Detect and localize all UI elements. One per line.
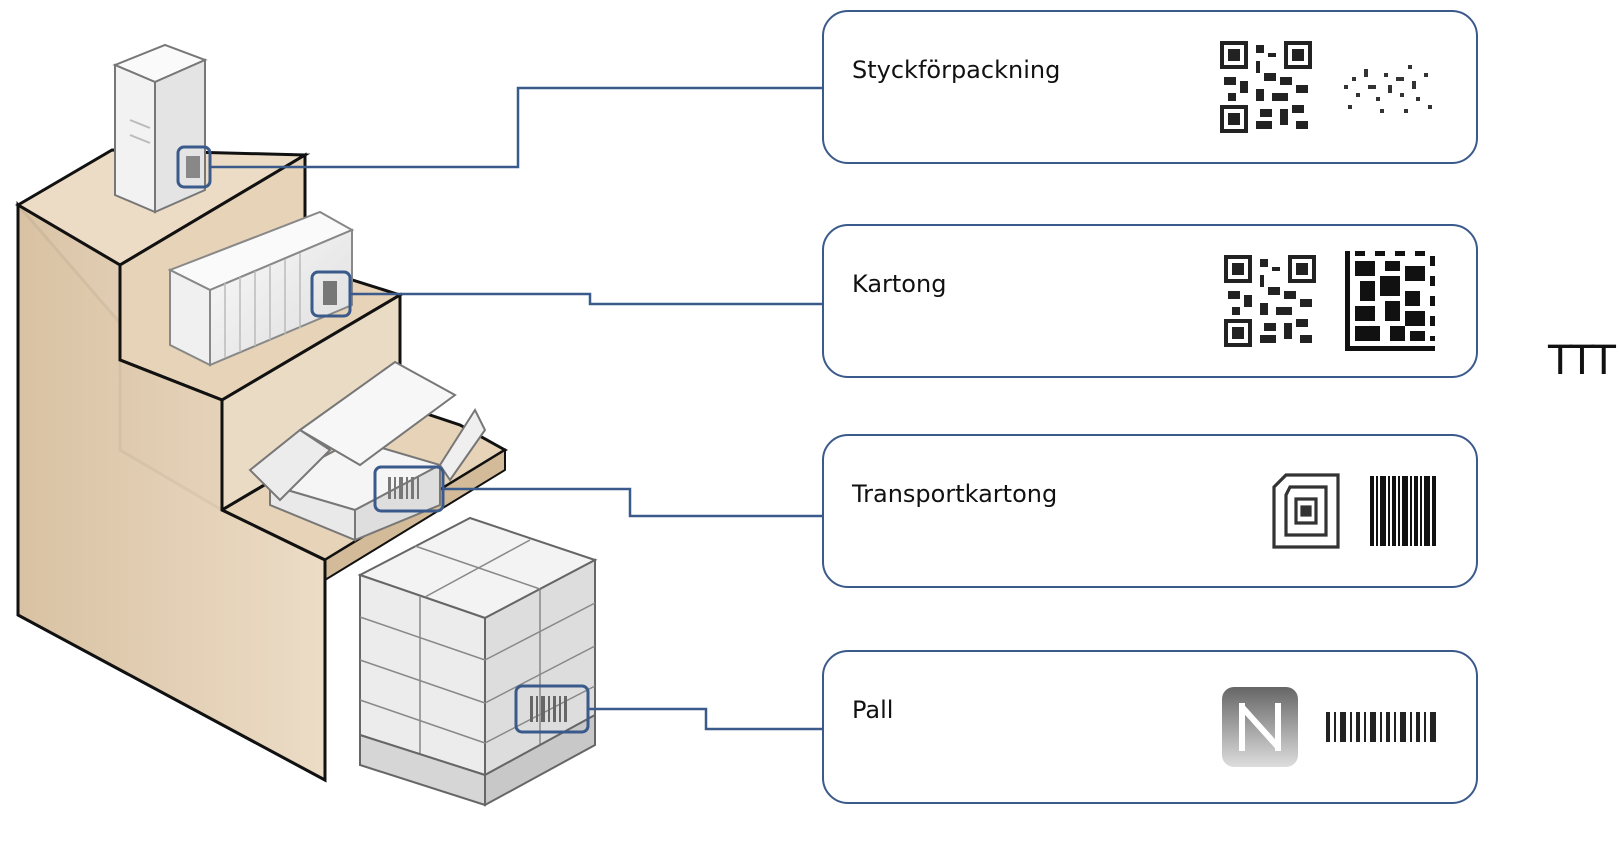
edge-text-fragment: TTT [1548, 338, 1616, 384]
pallet-stack [357, 516, 598, 807]
barcode-icon [1370, 476, 1436, 546]
connector-pallet [588, 707, 822, 731]
sparse-datamatrix-icon [1344, 65, 1432, 113]
connector-lines [210, 86, 822, 731]
level-label-pallet: Pall [852, 696, 894, 724]
transport-case [248, 360, 487, 542]
qr-code-icon [1220, 41, 1312, 133]
qr-code-icon [1224, 255, 1316, 347]
level-label-case: Transportkartong [852, 480, 1058, 508]
connector-carton [350, 292, 822, 306]
level-card-carton: Kartong [822, 224, 1478, 378]
rfid-tag-icon [1272, 473, 1340, 549]
carton-package [167, 210, 355, 367]
datamatrix-icon [1345, 251, 1435, 351]
connector-unit [210, 86, 822, 169]
nfc-icon [1222, 687, 1298, 767]
unit-package [112, 43, 212, 214]
level-card-case: Transportkartong [822, 434, 1478, 588]
level-label-unit: Styckförpackning [852, 56, 1061, 84]
linear-barcode-icon [1326, 712, 1436, 742]
level-card-unit: Styckförpackning [822, 10, 1478, 164]
level-label-carton: Kartong [852, 270, 947, 298]
level-card-pallet: Pall [822, 650, 1478, 804]
connector-case [443, 487, 822, 518]
